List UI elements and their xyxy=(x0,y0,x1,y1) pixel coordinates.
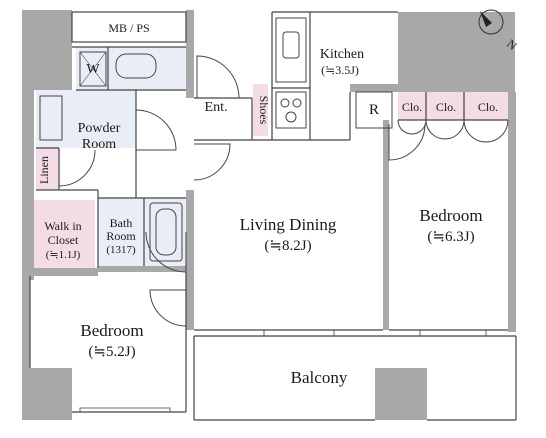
bedroom-left-window xyxy=(79,407,171,413)
wall-kitchen-bottom xyxy=(350,84,398,92)
powder-linen-door xyxy=(58,149,96,187)
bath-room-label-1: Bath xyxy=(110,216,133,230)
entrance-door xyxy=(196,55,240,99)
bath-room-size: (1317) xyxy=(106,244,136,256)
wall-segment xyxy=(186,10,194,98)
washer-box xyxy=(79,51,107,87)
fixtures xyxy=(39,17,393,262)
entrance-label: Ent. xyxy=(205,100,228,115)
kitchen-label: Kitchen xyxy=(320,47,364,62)
column-bottom-left xyxy=(22,368,72,420)
refrigerator-box xyxy=(355,91,393,129)
linen-label: Linen xyxy=(37,156,51,184)
wall-left xyxy=(22,90,34,280)
bedroom-right-label: Bedroom xyxy=(419,206,482,225)
toilet-icon xyxy=(115,53,157,79)
living-door xyxy=(193,143,231,181)
bedroom-left-label: Bedroom xyxy=(80,321,143,340)
north-arrow-icon xyxy=(480,11,492,27)
living-window xyxy=(263,329,335,337)
mb-ps-box xyxy=(71,11,187,43)
kitchen-sink-icon xyxy=(282,31,300,59)
linen-closet-fill xyxy=(36,148,59,190)
walk-in-closet-fill xyxy=(33,200,95,268)
living-dining-label: Living Dining xyxy=(240,215,337,234)
bedroom-right-door xyxy=(388,123,426,161)
sink-icon xyxy=(39,95,63,141)
wall-right xyxy=(508,92,516,332)
closet-label-1: Clo. xyxy=(402,100,422,114)
bedroom-left-size: (≒5.2J) xyxy=(88,344,135,360)
balcony-label: Balcony xyxy=(291,368,348,387)
wall-left-lower xyxy=(22,268,30,368)
closet-label-2: Clo. xyxy=(436,100,456,114)
walk-in-closet-label-1: Walk in xyxy=(44,219,81,233)
powder-room-door xyxy=(135,109,177,151)
washer-label: W xyxy=(86,62,100,77)
bath-room-label-2: Room xyxy=(106,229,136,243)
column-top-left xyxy=(22,10,72,90)
living-dining-size: (≒8.2J) xyxy=(264,238,311,254)
wall-bedroom-right-left xyxy=(383,120,389,330)
column-top-right xyxy=(398,12,515,92)
kitchen-size: (≒3.5J) xyxy=(321,63,359,77)
refrigerator-label: R xyxy=(369,102,379,118)
kitchen-counter xyxy=(275,17,307,83)
wall-bath-bottom xyxy=(98,266,186,272)
shoes-closet-fill xyxy=(253,84,268,136)
powder-room-label-2: Room xyxy=(82,137,116,152)
walk-in-closet-label-2: Closet xyxy=(48,233,79,247)
bath-door xyxy=(145,231,187,273)
bedroom-right-size: (≒6.3J) xyxy=(427,229,474,245)
wall-closet-bottom xyxy=(30,268,98,276)
room-labels: MB / PS W Powder Room Ent. Shoes Kitchen… xyxy=(37,21,498,387)
column-bottom-right xyxy=(375,368,427,420)
walls xyxy=(22,10,516,420)
bedroom-left-door xyxy=(149,289,187,327)
closet-label-3: Clo. xyxy=(478,100,498,114)
cooktop-icon xyxy=(275,91,307,129)
bedroom-right-window xyxy=(419,329,487,337)
walk-in-closet-size: (≒1.1J) xyxy=(46,249,81,261)
bathtub-icon xyxy=(149,202,183,262)
tinted-areas xyxy=(33,47,508,268)
closet-row-fill xyxy=(398,92,508,120)
shoes-label: Shoes xyxy=(257,96,271,125)
powder-room-floor xyxy=(36,90,136,148)
doors xyxy=(58,55,509,327)
wall-living-left xyxy=(186,190,194,330)
mb-ps-label: MB / PS xyxy=(108,21,149,35)
windows xyxy=(79,329,487,413)
powder-room-label-1: Powder xyxy=(78,121,121,136)
